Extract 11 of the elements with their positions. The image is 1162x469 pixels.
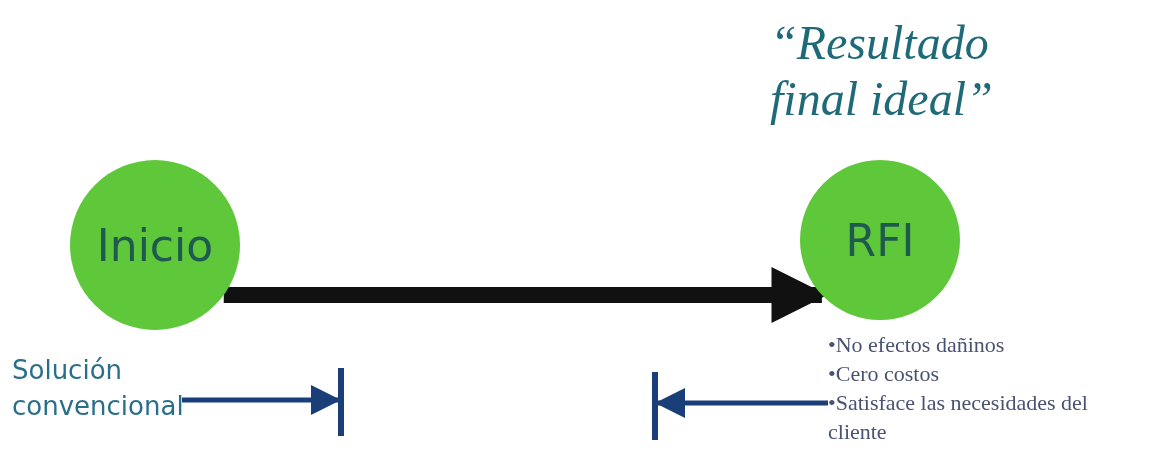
- arrow: [182, 385, 341, 415]
- heading-text: “Resultado final ideal”: [770, 15, 994, 127]
- circle-node: Inicio: [70, 160, 240, 330]
- end-bar: [652, 372, 658, 440]
- bullet-item: •Satisface las necesidades del cliente: [828, 389, 1089, 446]
- bullet-item: •No efectos dañinos: [828, 331, 1006, 359]
- circle-node: RFI: [800, 160, 960, 320]
- side-text: Solución convencional: [12, 352, 182, 432]
- bullet-item: •Cero costos: [828, 360, 940, 388]
- end-bar: [338, 368, 344, 436]
- arrow: [655, 388, 828, 418]
